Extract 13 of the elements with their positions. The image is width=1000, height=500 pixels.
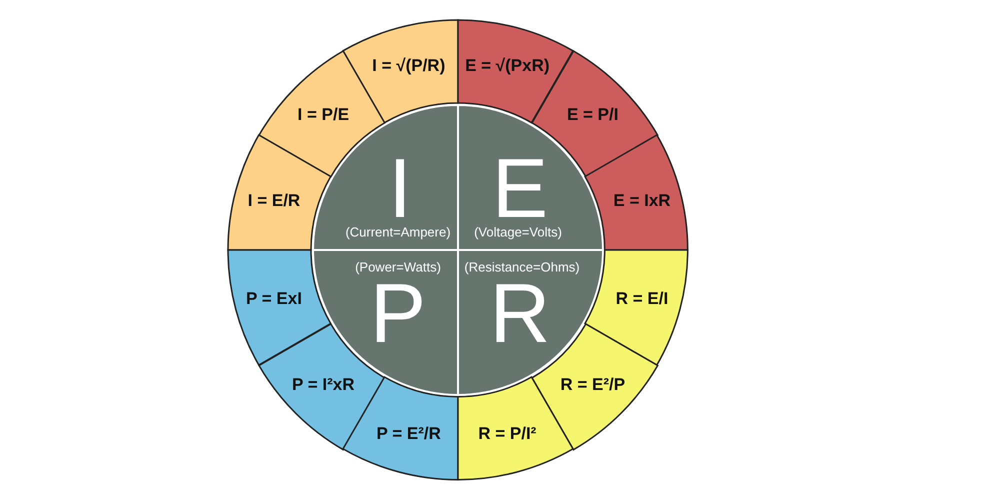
formula-text: P = I²xR — [292, 374, 355, 395]
formula-text: R = E/I — [616, 289, 668, 310]
formula-text: I = P/E — [298, 105, 350, 126]
formula-text: I = E/R — [248, 190, 300, 211]
formula-text: E = √(PxR) — [465, 56, 550, 76]
formula-text: E = P/I — [566, 105, 618, 126]
formula-text: P = E²/R — [376, 424, 441, 444]
formula-text: E = IxR — [613, 190, 671, 211]
unit-caption: (Current=Ampere) — [345, 224, 451, 240]
formula-text: R = P/I² — [478, 424, 536, 444]
formula-text: R = E²/P — [560, 374, 626, 395]
formula-text: I = √(P/R) — [372, 56, 446, 76]
formula-text: P = ExI — [246, 289, 302, 310]
